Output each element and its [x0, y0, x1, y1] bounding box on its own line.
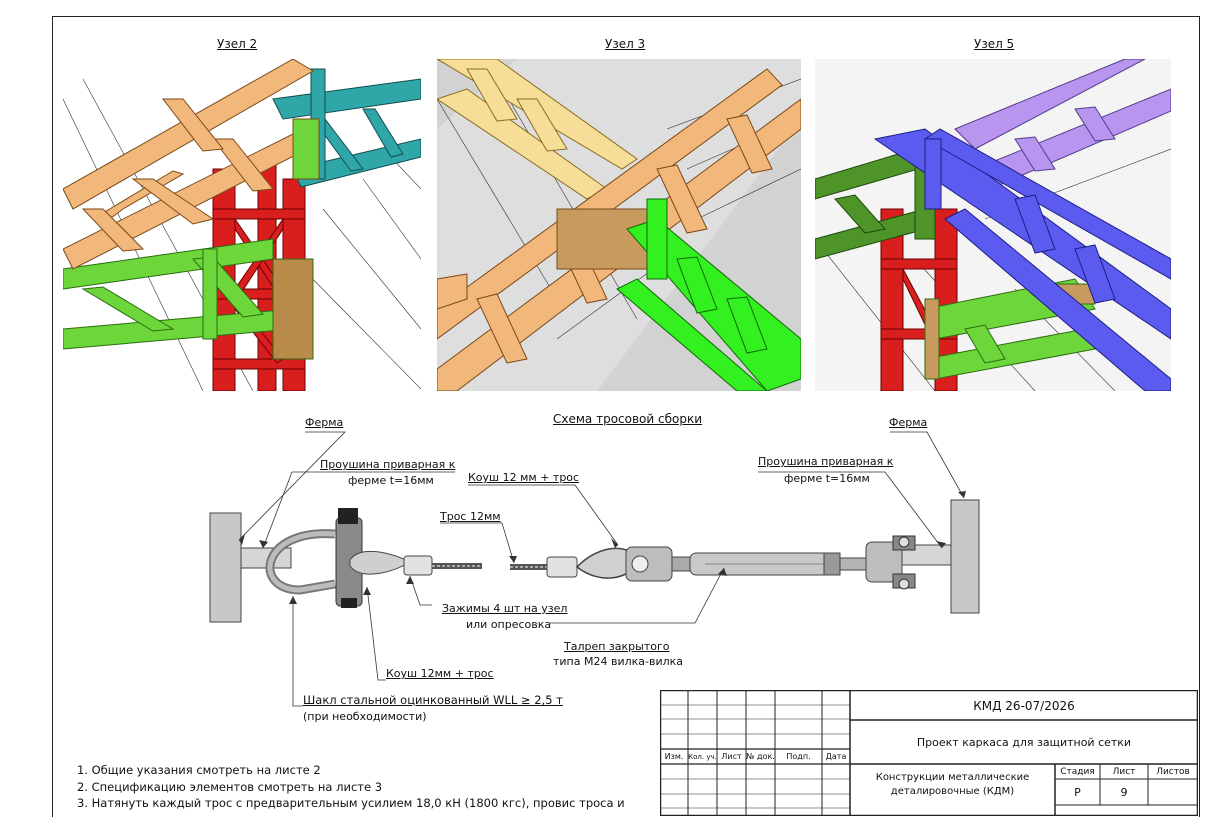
label-lug-left-line1: Проушина приварная к [320, 458, 456, 471]
section-name-line2: деталировочные (КДМ) [890, 786, 1015, 797]
section-name-line1: Конструкции металлические [875, 772, 1030, 783]
tb-header-doc: № док. [746, 752, 775, 761]
note-item: 1. Общие указания смотреть на листе 2 [77, 763, 321, 777]
label-thimble-top: Коуш 12 мм + трос [468, 471, 580, 484]
label-shackle-line1: Шакл стальной оцинкованный WLL ≥ 2,5 т [303, 693, 563, 707]
stage-value: Р [1074, 786, 1081, 799]
label-thimble-bottom: Коуш 12мм + трос [386, 667, 494, 680]
view-title-3: Узел 5 [974, 37, 1015, 51]
label-turnbuckle-line1: Талреп закрытого [564, 640, 670, 653]
title-block: Изм. Кол. уч. Лист № док. Подп. Дата КМД… [660, 690, 1198, 816]
document-code: КМД 26-07/2026 [973, 699, 1075, 713]
node-view-2 [437, 59, 801, 391]
tb-header-izm: Изм. [664, 752, 684, 761]
view-title-2: Узел 3 [605, 37, 646, 51]
note-item: 3. Натянуть каждый трос с предварительны… [77, 796, 625, 810]
note-item: 2. Спецификацию элементов смотреть на ли… [77, 779, 383, 794]
label-ferma-left: Ферма [305, 416, 344, 429]
label-shackle-line2: (при необходимости) [303, 710, 427, 723]
label-cable: Трос 12мм [440, 510, 501, 523]
tb-header-kol-uch: Кол. уч. [688, 753, 717, 761]
tb-header-list: Лист [721, 752, 742, 761]
node-5-render [815, 59, 1171, 391]
sheets-label: Листов [1156, 767, 1190, 777]
label-lug-right-line2: ферме t=16мм [784, 472, 870, 485]
stage-label: Стадия [1060, 767, 1095, 777]
scheme-title: Схема тросовой сборки [553, 412, 703, 426]
node-view-1 [63, 59, 421, 391]
label-lug-right-line1: Проушина приварная к [758, 455, 894, 468]
view-title-1: Узел 2 [217, 37, 258, 51]
label-turnbuckle-line2: типа М24 вилка-вилка [553, 655, 684, 668]
tb-header-podp: Подп. [786, 752, 811, 761]
general-notes: 1. Общие указания смотреть на листе 2 2.… [77, 762, 625, 812]
sheet-label: Лист [1112, 767, 1136, 777]
sheet-value: 9 [1120, 786, 1128, 799]
node-3-render [437, 59, 801, 391]
drawing-frame [52, 16, 1200, 817]
label-lug-left-line2: ферме t=16мм [348, 474, 434, 487]
label-ferma-right: Ферма [889, 416, 928, 429]
label-clamps-line2: или опресовка [466, 618, 552, 631]
node-view-3 [815, 59, 1171, 391]
label-clamps-line1: Зажимы 4 шт на узел [442, 602, 568, 615]
node-2-render [63, 59, 421, 391]
tb-header-data: Дата [825, 752, 847, 761]
project-name: Проект каркаса для защитной сетки [916, 736, 1132, 749]
